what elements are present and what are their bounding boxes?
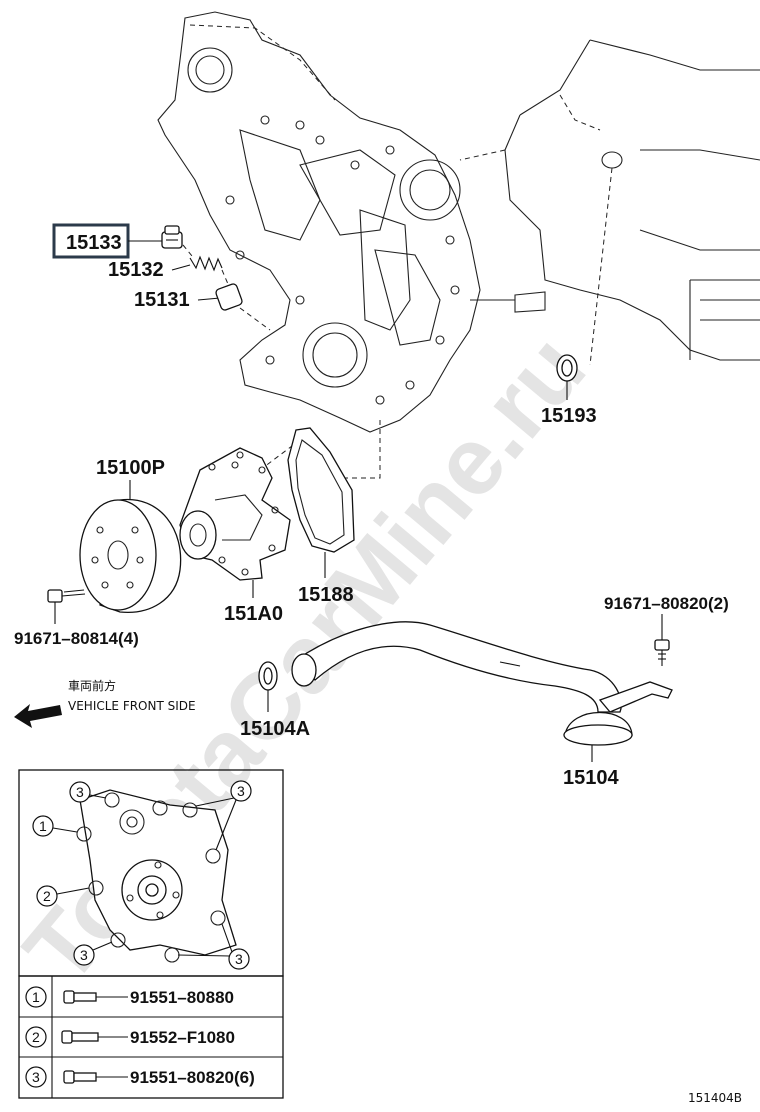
marker-3-right: 3 [237,783,245,799]
callout-15133[interactable]: 15133 [66,232,122,254]
callout-15188[interactable]: 15188 [298,584,354,606]
legend-num-2: 2 [32,1029,40,1045]
callout-91671-80814[interactable]: 91671–80814(4) [14,629,139,648]
marker-3-top: 3 [76,784,84,800]
marker-3-bottom-right: 3 [235,951,243,967]
front-side-jp: 車両前方 [68,678,116,693]
legend-part-3[interactable]: 91551–80820(6) [130,1068,255,1087]
marker-1: 1 [39,818,47,834]
legend-part-2[interactable]: 91552–F1080 [130,1028,235,1047]
callout-15100P[interactable]: 15100P [96,457,165,479]
relief-valve-plug-part [161,225,183,249]
callout-15193[interactable]: 15193 [541,405,597,427]
timing-cover-drawing [157,11,546,433]
callout-91671-80820[interactable]: 91671–80820(2) [604,594,729,613]
relief-valve-part [215,283,243,311]
bolt-icon [63,1070,97,1084]
callout-15104[interactable]: 15104 [563,767,619,789]
bolt-icon [63,990,97,1004]
strainer-bolt-part [654,639,670,666]
stud-bolt-icon [61,1030,99,1044]
callout-151A0[interactable]: 151A0 [224,603,283,625]
oil-seal-part [556,354,578,382]
callout-15132[interactable]: 15132 [108,259,164,281]
figure-id: 151404B [688,1091,742,1105]
leader-15131 [197,297,221,301]
oil-strainer-part [291,621,673,746]
relief-valve-spring-part [189,255,223,272]
legend-part-1[interactable]: 91551–80880 [130,988,234,1007]
water-pump-pulley-part [79,498,182,614]
water-pump-part [179,447,291,581]
pulley-bolt-part [47,589,86,603]
marker-2: 2 [43,888,51,904]
callout-15104A[interactable]: 15104A [240,718,310,740]
marker-3-bottom-left: 3 [80,947,88,963]
legend-num-1: 1 [32,989,40,1005]
engine-block-drawing [459,39,760,366]
bolt-detail-inset: 3 1 2 3 3 3 [18,769,284,977]
callout-15131[interactable]: 15131 [134,289,190,311]
front-side-en: VEHICLE FRONT SIDE [68,699,196,713]
legend-num-3: 3 [32,1069,40,1085]
strainer-gasket-part [258,661,278,691]
water-pump-gasket-part [287,427,355,553]
front-arrow-icon [14,704,62,728]
bolt-legend-table: 1 91551–80880 2 91552–F1080 3 91551–8082… [18,975,284,1099]
leader-15132 [171,264,191,271]
